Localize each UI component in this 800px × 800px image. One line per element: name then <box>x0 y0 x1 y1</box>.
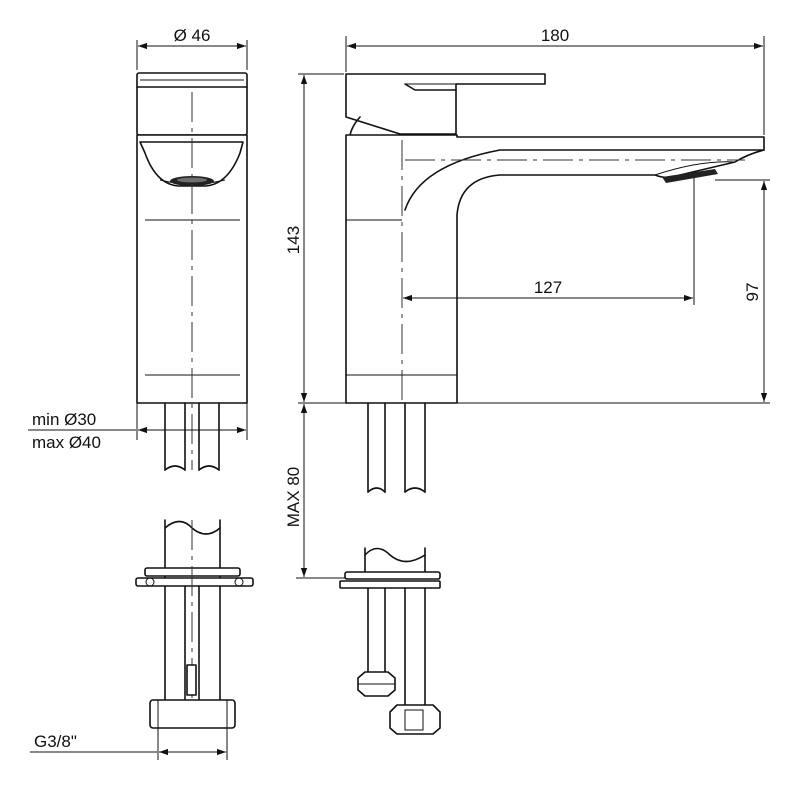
mounting-assembly-side <box>339 547 441 735</box>
dimension-reach-127: 127 <box>403 178 695 305</box>
dim-label-reach-127: 127 <box>534 278 562 297</box>
dim-label-height-97: 97 <box>743 283 762 302</box>
dim-label-width-180: 180 <box>541 26 569 45</box>
dim-label-hole-min: min Ø30 <box>32 410 96 429</box>
dim-label-max-80: MAX 80 <box>284 467 303 527</box>
side-view <box>345 73 765 493</box>
mounting-assembly-front <box>135 519 254 729</box>
dimension-max-80: MAX 80 <box>284 404 345 579</box>
dimension-thread: G3/8" <box>30 728 228 760</box>
aerator-mesh <box>170 176 214 186</box>
dim-label-thread: G3/8" <box>34 732 77 751</box>
front-view <box>136 72 248 471</box>
dimension-diameter-46: Ø 46 <box>136 26 248 70</box>
spout-aerator <box>662 169 718 183</box>
dim-label-hole-max: max Ø40 <box>32 433 101 452</box>
dimension-hole-diameter: min Ø30 max Ø40 <box>28 403 248 452</box>
dim-label-diameter-46: Ø 46 <box>174 26 211 45</box>
dimension-width-180: 180 <box>345 26 765 135</box>
dimension-height-143: 143 <box>284 73 770 404</box>
dimension-height-97: 97 <box>715 179 770 402</box>
dim-label-height-143: 143 <box>284 226 303 254</box>
